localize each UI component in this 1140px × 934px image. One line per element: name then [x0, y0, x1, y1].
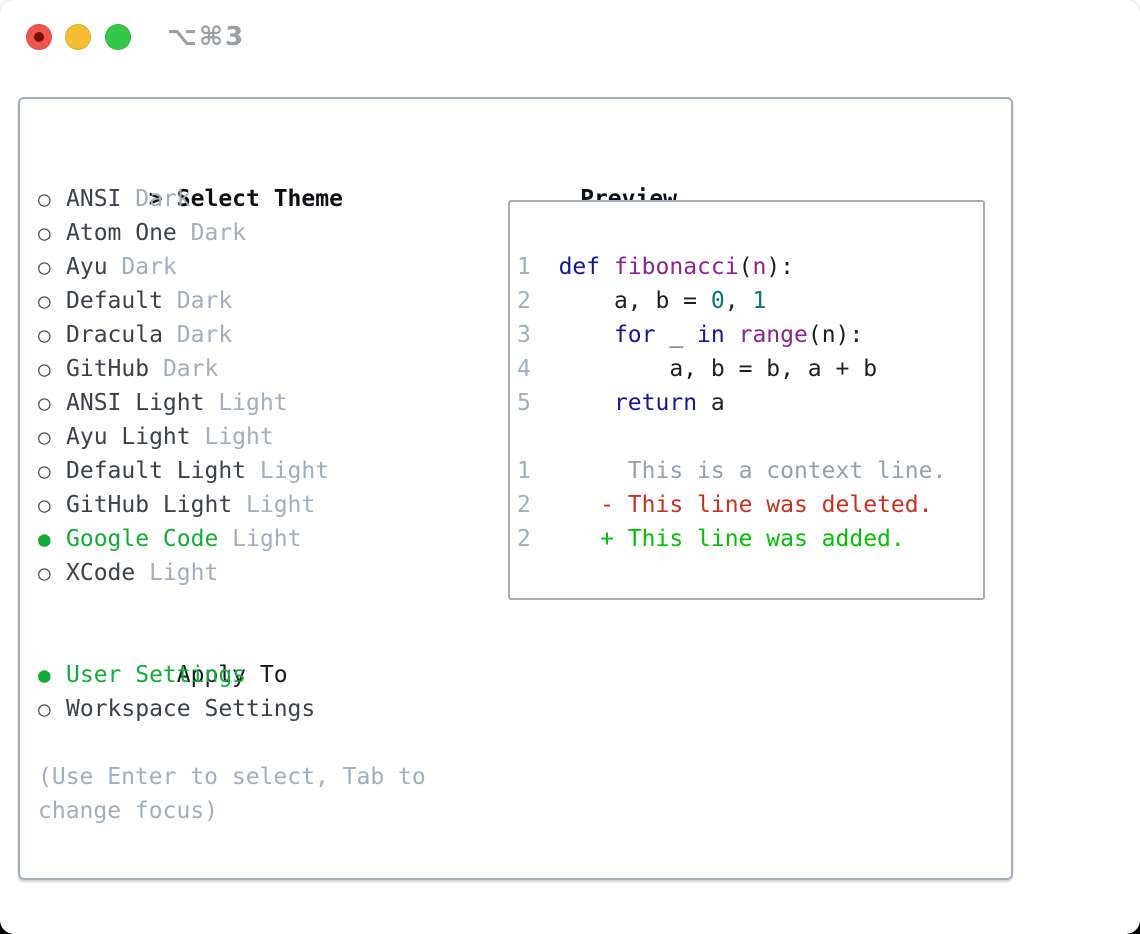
apply-to-title: Apply To: [176, 662, 288, 688]
window-title: ⌥⌘3: [167, 22, 246, 52]
preview-line: 2 + This line was added.: [517, 526, 905, 552]
theme-variant: Light: [218, 526, 302, 552]
theme-option-ansi[interactable]: ○ ANSI Dark: [38, 182, 426, 216]
cursor-prompt-icon: >: [148, 186, 163, 212]
theme-option-github[interactable]: ○ GitHub Dark: [38, 352, 426, 386]
close-button[interactable]: [26, 24, 52, 50]
theme-variant: Light: [246, 458, 330, 484]
radio-icon: ○: [38, 697, 51, 721]
radio-icon: ○: [38, 391, 51, 415]
theme-option-github-light[interactable]: ○ GitHub Light Light: [38, 488, 426, 522]
spacer: [38, 590, 426, 624]
theme-variant: Light: [232, 492, 316, 518]
close-button-dot-icon: [34, 32, 44, 42]
apply-option-workspace-settings[interactable]: ○ Workspace Settings: [38, 692, 426, 726]
selected-radio-icon: ●: [38, 663, 51, 687]
help-line: (Use Enter to select, Tab to: [38, 764, 426, 790]
theme-variant: Dark: [107, 254, 177, 280]
theme-name: Ayu: [66, 254, 108, 280]
theme-name: Dracula: [66, 322, 163, 348]
theme-variant: Dark: [162, 288, 233, 314]
theme-option-google-code[interactable]: ● Google Code Light: [38, 522, 426, 556]
zoom-button[interactable]: [105, 24, 131, 50]
apply-to-header: Apply To: [38, 624, 426, 688]
theme-option-xcode[interactable]: ○ XCode Light: [38, 556, 426, 590]
preview-line: 2 - This line was deleted.: [517, 492, 933, 518]
theme-name: Default Light: [66, 458, 247, 484]
select-theme-header: > Select Theme: [38, 148, 426, 212]
apply-option-label: User Settings: [66, 662, 247, 688]
apply-option-user-settings[interactable]: ● User Settings: [38, 658, 426, 692]
theme-picker-panel: > Select Theme ○ ANSI Dark ○ Atom One Dark ○ A…: [18, 97, 1013, 880]
line-number: 2: [517, 492, 531, 518]
preview-line: 3 for _ in range(n):: [517, 322, 864, 348]
theme-option-default-light[interactable]: ○ Default Light Light: [38, 454, 426, 488]
theme-name: Default: [66, 288, 163, 314]
radio-icon: ○: [38, 357, 51, 381]
theme-variant: Light: [190, 424, 274, 450]
radio-icon: ○: [38, 561, 51, 585]
line-number: 4: [517, 356, 531, 382]
theme-name: Ayu Light: [66, 424, 191, 450]
preview-line: 1 def fibonacci(n):: [517, 254, 795, 280]
theme-variant: Dark: [121, 186, 191, 212]
apply-to-options-list: ● User Settings ○ Workspace Settings: [38, 658, 426, 726]
radio-icon: ○: [38, 187, 51, 211]
preview-line: [517, 420, 983, 454]
minimize-button[interactable]: [65, 24, 91, 50]
preview-line: 5 return a: [517, 390, 725, 416]
theme-name: XCode: [66, 560, 136, 586]
line-number: 3: [517, 322, 531, 348]
theme-option-ansi-light[interactable]: ○ ANSI Light Light: [38, 386, 426, 420]
theme-option-ayu-light[interactable]: ○ Ayu Light Light: [38, 420, 426, 454]
preview-line: 2 a, b = 0, 1: [517, 288, 767, 314]
theme-name: GitHub Light: [66, 492, 233, 518]
line-number: 1: [517, 254, 531, 280]
theme-name: ANSI Light: [66, 390, 205, 416]
theme-variant: Dark: [162, 322, 233, 348]
spacer: [38, 726, 426, 760]
theme-options-list: ○ ANSI Dark ○ Atom One Dark ○ Ayu Dark ○ Defaul…: [38, 182, 426, 590]
preview-line: 1 This is a context line.: [517, 458, 947, 484]
theme-name: ANSI: [66, 186, 122, 212]
preview-box: 1 def fibonacci(n): 2 a, b = 0, 1 3 for _ …: [508, 200, 985, 600]
help-line: change focus): [38, 798, 219, 824]
preview-header: Preview: [497, 148, 677, 212]
radio-icon: ○: [38, 425, 51, 449]
radio-icon: ○: [38, 459, 51, 483]
theme-name: Atom One: [66, 220, 177, 246]
radio-icon: ○: [38, 323, 51, 347]
theme-variant: Dark: [149, 356, 219, 382]
theme-variant: Light: [204, 390, 288, 416]
theme-variant: Light: [135, 560, 219, 586]
line-number: 2: [517, 526, 531, 552]
preview-line: 4 a, b = b, a + b: [517, 356, 878, 382]
theme-name: Google Code: [66, 526, 219, 552]
theme-option-dracula[interactable]: ○ Dracula Dark: [38, 318, 426, 352]
theme-option-atom-one[interactable]: ○ Atom One Dark: [38, 216, 426, 250]
theme-list-column: > Select Theme ○ ANSI Dark ○ Atom One Dark ○ A…: [38, 148, 426, 828]
theme-option-default[interactable]: ○ Default Dark: [38, 284, 426, 318]
line-number: 1: [517, 458, 531, 484]
radio-icon: ○: [38, 289, 51, 313]
select-theme-title: Select Theme: [176, 186, 343, 212]
line-number: 2: [517, 288, 531, 314]
radio-icon: ○: [38, 221, 51, 245]
radio-icon: ○: [38, 493, 51, 517]
radio-icon: ○: [38, 255, 51, 279]
help-text: (Use Enter to select, Tab to change focus…: [38, 760, 426, 828]
titlebar: ⌥⌘3: [0, 0, 1140, 97]
theme-name: GitHub: [66, 356, 150, 382]
apply-option-label: Workspace Settings: [66, 696, 316, 722]
line-number: 5: [517, 390, 531, 416]
theme-variant: Dark: [176, 220, 247, 246]
theme-option-ayu[interactable]: ○ Ayu Dark: [38, 250, 426, 284]
selected-radio-icon: ●: [38, 527, 51, 551]
